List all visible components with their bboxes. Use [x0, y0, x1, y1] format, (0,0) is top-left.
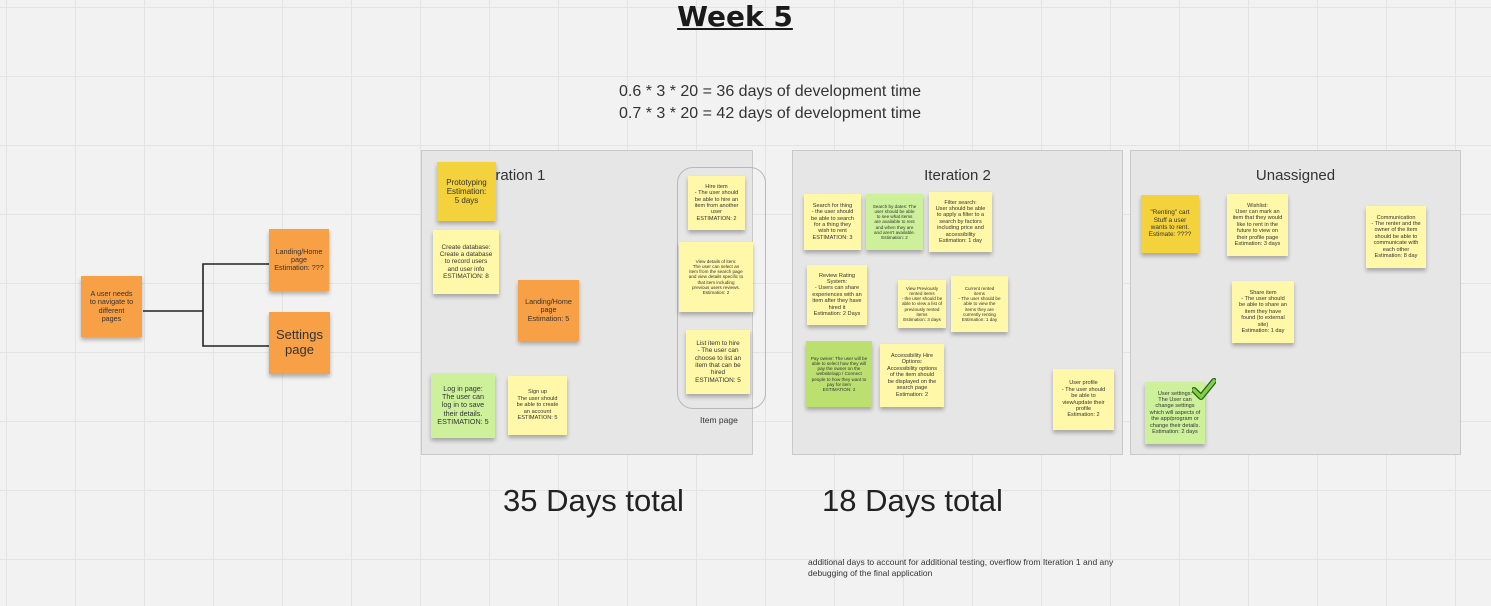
- note-renting-cart[interactable]: "Renting" cart Stuff a user wants to ren…: [1141, 195, 1199, 253]
- iteration-2-title: Iteration 2: [924, 167, 991, 184]
- note-log-in[interactable]: Log in page: The user can log in to save…: [431, 373, 495, 438]
- flow-settings-note[interactable]: Settings page: [269, 312, 330, 374]
- note-accessibility[interactable]: Accessibility Hire Options: Accessibilit…: [880, 344, 944, 407]
- note-search-dates[interactable]: Search by dates: The user should be able…: [866, 194, 923, 250]
- iteration-1-total: 35 Days total: [503, 483, 684, 518]
- note-search-thing[interactable]: Search for thing - the user should be ab…: [804, 194, 861, 250]
- note-view-previously[interactable]: View Previously rented items - the user …: [898, 280, 946, 328]
- item-page-group-outline: [677, 167, 766, 409]
- note-communication[interactable]: Communication - The renter and the owner…: [1366, 206, 1426, 268]
- note-landing-home[interactable]: Landing/Home page Estimation: 5: [518, 280, 579, 341]
- formula-line-1: 0.6 * 3 * 20 = 36 days of development ti…: [619, 83, 921, 100]
- note-prototyping[interactable]: Prototyping Estimation: 5 days: [437, 162, 496, 221]
- formula-line-2: 0.7 * 3 * 20 = 42 days of development ti…: [619, 105, 921, 122]
- note-current-rented[interactable]: Current rented items - The user should b…: [951, 276, 1008, 332]
- page-title: Week 5: [677, 0, 793, 33]
- check-mark-icon: [1192, 378, 1216, 400]
- note-list-item[interactable]: List item to hire - The user can choose …: [686, 330, 750, 394]
- note-view-details[interactable]: View details of item: The user can selec…: [679, 242, 753, 312]
- note-share-item[interactable]: Share item - The user should be able to …: [1232, 281, 1294, 343]
- footnote: additional days to account for additiona…: [808, 557, 1114, 579]
- note-sign-up[interactable]: Sign up The user should be able to creat…: [508, 376, 567, 435]
- note-pay-owner[interactable]: Pay owner: The user will be able to sele…: [806, 341, 872, 407]
- iteration-2-total: 18 Days total: [822, 483, 1003, 518]
- note-create-database[interactable]: Create database: Create a database to re…: [433, 230, 499, 294]
- note-user-settings[interactable]: User settings: The User can change setti…: [1145, 382, 1205, 444]
- flow-landing-note[interactable]: Landing/Home page Estimation: ???: [269, 229, 329, 291]
- note-wishlist[interactable]: Wishlist: User can mark an item that the…: [1227, 194, 1288, 256]
- note-user-profile[interactable]: User profile - The user should be able t…: [1053, 369, 1114, 430]
- flow-start-note[interactable]: A user needs to navigate to different pa…: [81, 276, 142, 337]
- note-filter-search[interactable]: Filter search: User should be able to ap…: [929, 192, 992, 252]
- note-review-rating[interactable]: Review Rating System: - Users can share …: [807, 265, 867, 325]
- item-page-label: Item page: [700, 415, 738, 425]
- note-hire-item[interactable]: Hire item - The user should be able to h…: [688, 176, 745, 230]
- unassigned-title: Unassigned: [1255, 167, 1336, 184]
